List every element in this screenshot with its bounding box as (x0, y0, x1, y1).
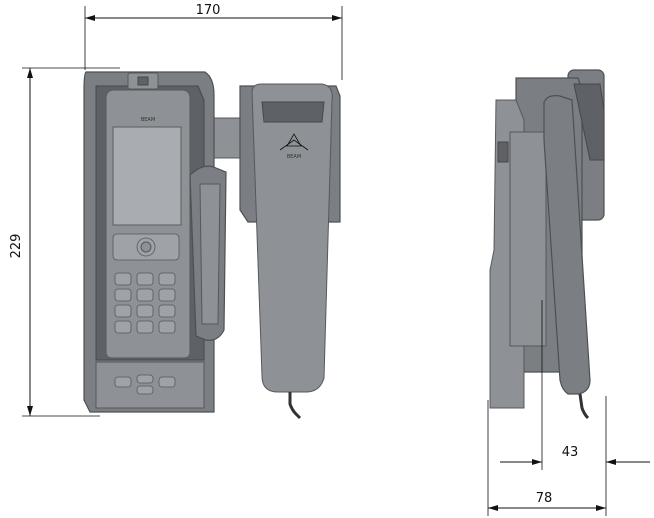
handset (251, 83, 333, 393)
dimension-width: 170 (84, 3, 343, 80)
depth-total-label: 78 (536, 491, 553, 506)
phone-brand-label: BEAM (141, 117, 155, 123)
handset-earpiece (261, 101, 325, 123)
depth-handset-label: 43 (562, 445, 579, 460)
side-view (489, 69, 605, 420)
cradle-button-center-bottom (136, 385, 154, 395)
cradle-base (95, 361, 205, 409)
top-clip-button (137, 76, 149, 86)
side-handset-cord (578, 393, 590, 420)
front-view: BEAM (83, 71, 341, 420)
dimension-height: 229 (9, 67, 120, 417)
side-phone-port (497, 141, 509, 163)
side-handset-top (573, 83, 605, 161)
dimension-depth-handset: 43 (500, 300, 650, 470)
cradle-button-left (114, 376, 132, 388)
handset-brand-label: BEAM (287, 154, 301, 160)
side-handset (543, 95, 591, 395)
handset-cord (288, 392, 302, 420)
cradle-button-center-top (136, 374, 154, 384)
side-cradle-front (509, 131, 547, 347)
nav-center-button (140, 241, 152, 253)
cradle-button-right (158, 376, 176, 388)
height-label: 229 (9, 234, 24, 259)
handset-logo-icon (279, 133, 309, 151)
width-label: 170 (196, 3, 221, 18)
phone-keypad (114, 272, 176, 334)
dimension-depth-total: 78 (487, 400, 607, 516)
phone-screen (112, 126, 182, 226)
antenna-face (199, 183, 221, 325)
